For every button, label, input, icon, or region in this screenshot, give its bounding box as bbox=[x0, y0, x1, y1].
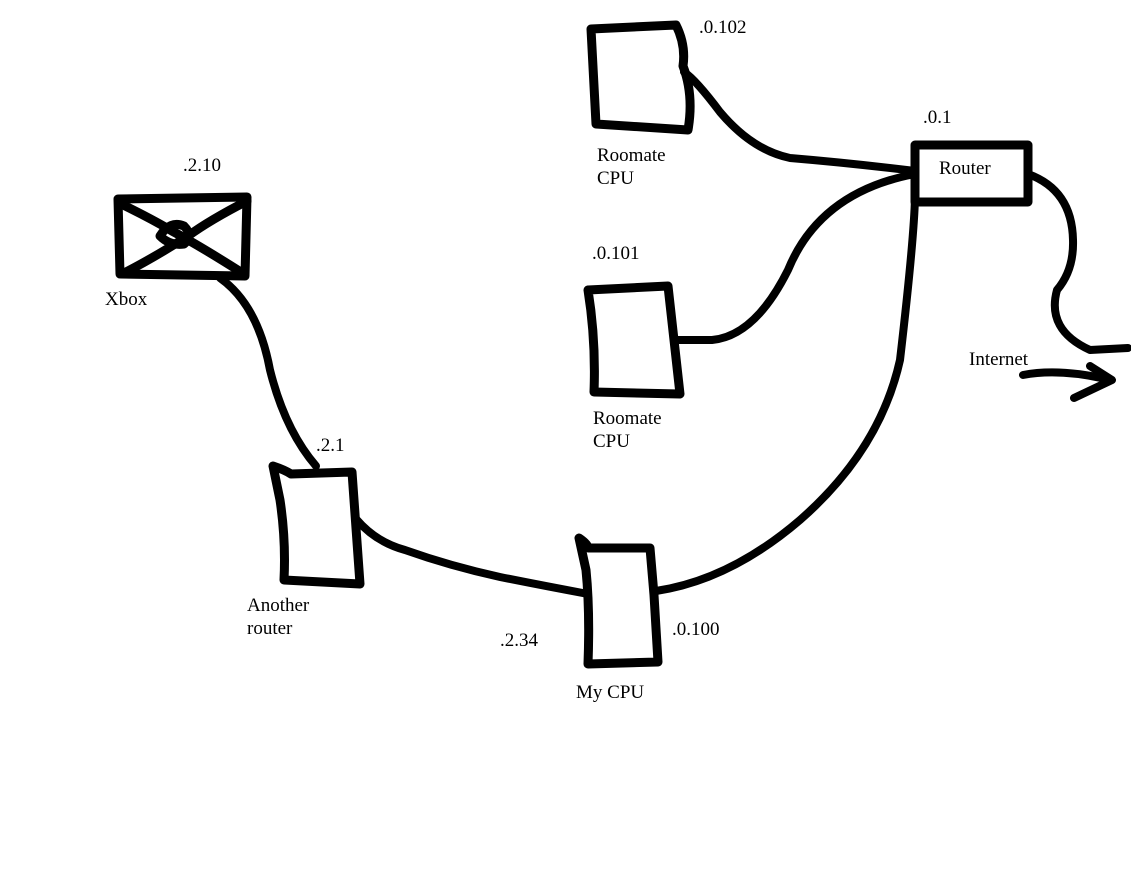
xbox-label: Xbox bbox=[105, 289, 148, 310]
another-router-ip: .2.1 bbox=[316, 435, 345, 456]
wire-xbox-another-router bbox=[216, 274, 320, 470]
roommate-cpu-2-box bbox=[583, 281, 685, 399]
roommate-cpu-1-ip: .0.102 bbox=[699, 17, 747, 38]
router-label: Router bbox=[939, 158, 991, 179]
xbox-ip: .2.10 bbox=[183, 155, 221, 176]
my-cpu-box bbox=[574, 533, 663, 669]
roommate-cpu-2-label: Roomate CPU bbox=[593, 408, 662, 452]
my-cpu-ip-right: .0.100 bbox=[672, 619, 720, 640]
wire-mycpu-router bbox=[652, 193, 919, 595]
wire-another-router-mycpu bbox=[353, 516, 592, 598]
my-cpu-label: My CPU bbox=[576, 682, 645, 703]
roommate-cpu-2-ip: .0.101 bbox=[592, 243, 640, 264]
internet-arrow-icon bbox=[1019, 362, 1116, 402]
roommate-cpu-1-label: Roomate CPU bbox=[597, 145, 666, 189]
another-router-label: Another router bbox=[247, 595, 310, 639]
wire-router-internet bbox=[1024, 170, 1131, 354]
internet-label: Internet bbox=[969, 349, 1029, 370]
wire-roommate2-router bbox=[674, 170, 919, 344]
my-cpu-ip-left: .2.34 bbox=[500, 630, 538, 651]
wire-roommate1-router bbox=[680, 68, 919, 175]
router-ip: .0.1 bbox=[923, 107, 952, 128]
another-router-box bbox=[268, 461, 365, 589]
xbox-box bbox=[113, 192, 252, 281]
roommate-cpu-1-box bbox=[586, 20, 695, 135]
